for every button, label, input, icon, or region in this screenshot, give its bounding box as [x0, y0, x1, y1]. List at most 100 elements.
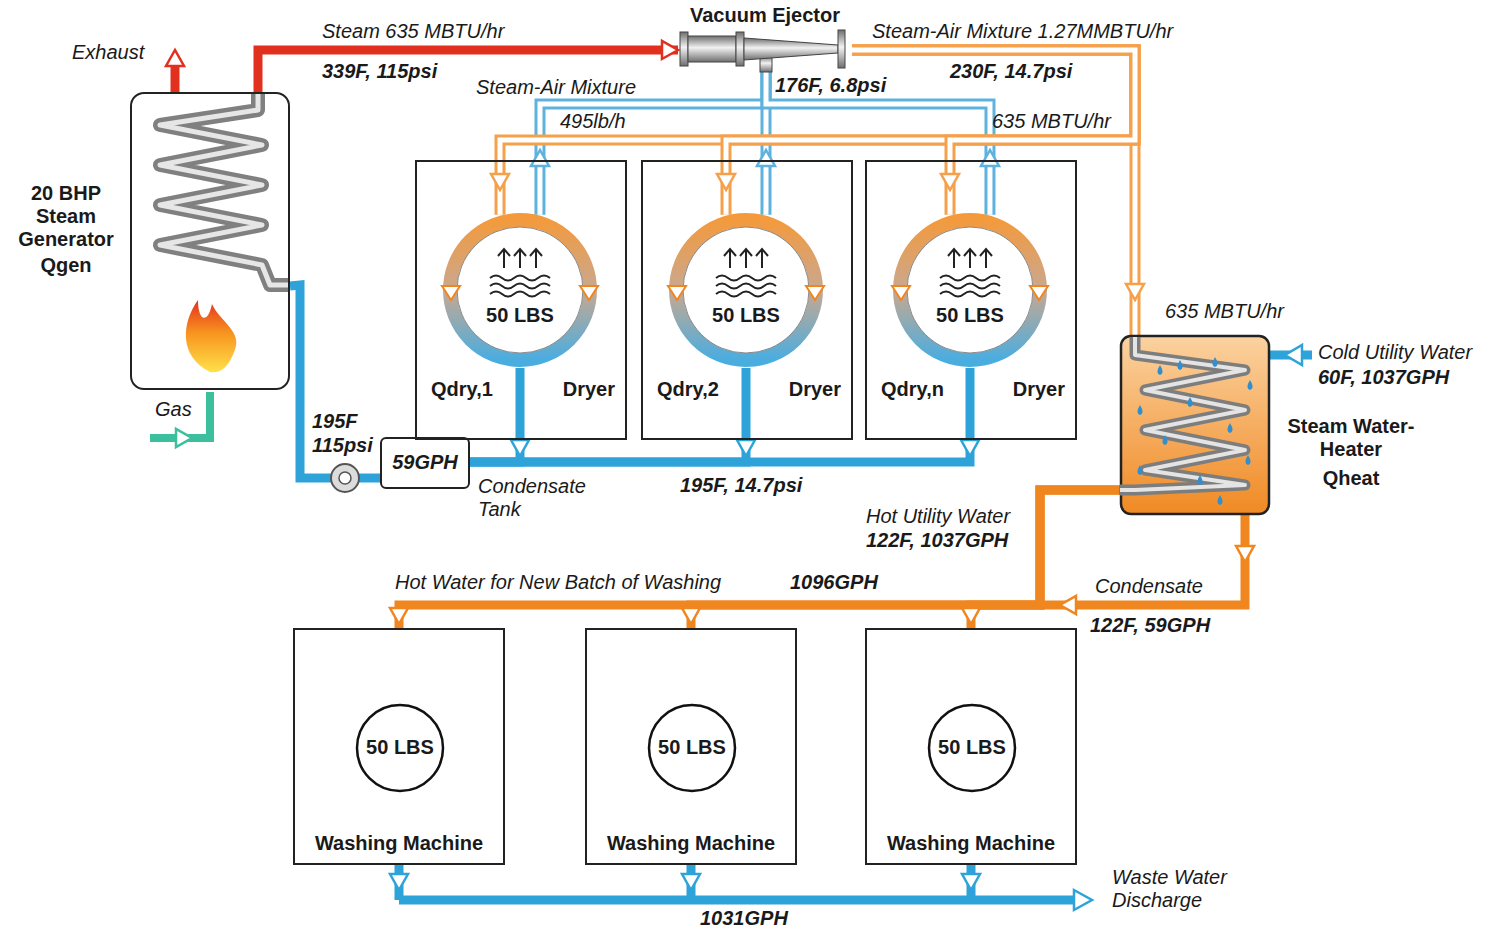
- drawing-path: [160, 92, 290, 285]
- drawing-rect: [838, 30, 845, 68]
- arrowhead: [981, 150, 999, 166]
- drawing-polygon: [1074, 890, 1092, 910]
- drawing-polygon: [390, 874, 408, 890]
- gas-supply: [150, 392, 210, 447]
- drawing-path: [498, 249, 542, 268]
- pipe: [470, 368, 746, 462]
- node-text: Condensate Tank: [478, 475, 608, 521]
- drawing-path: [1248, 380, 1253, 390]
- drawing-rect: [1121, 336, 1269, 514]
- burner-flame: [186, 300, 237, 372]
- pipe-connector: [470, 368, 979, 462]
- node-text: Washing Machine: [295, 832, 503, 855]
- steam-generator: 20 BHP Steam GeneratorQgen: [130, 92, 290, 390]
- flow-label: 122F, 1037GPH: [866, 529, 1008, 552]
- washer-drum: 50 LBS: [355, 703, 445, 793]
- exhaust-pipe: [166, 50, 184, 92]
- node-text: 50 LBS: [647, 736, 737, 759]
- node-text: 50 LBS: [892, 304, 1048, 327]
- dryer-drum: 50 LBS: [892, 212, 1048, 368]
- arrowhead: [531, 150, 549, 166]
- washer-drum: 50 LBS: [927, 703, 1017, 793]
- drawing-path: [1138, 405, 1143, 415]
- drawing-polygon: [442, 286, 460, 300]
- node-text: 50 LBS: [927, 736, 1017, 759]
- drawing-rect: [680, 32, 688, 66]
- drawing-path: [399, 865, 1078, 900]
- node-text: Qdry,n: [881, 378, 971, 401]
- pipe: [852, 50, 1135, 215]
- flow-label: 230F, 14.7psi: [950, 60, 1072, 83]
- pipe-label: Steam-Air Mixture 1.27MMBTU/hr: [872, 20, 1173, 43]
- node-text: Dryer: [985, 378, 1065, 401]
- flow-label: 1031GPH: [700, 907, 788, 930]
- waste-water-line: [390, 865, 1092, 910]
- pipe: [470, 368, 520, 462]
- heater-condensate-line: [1040, 515, 1254, 614]
- drawing-polygon: [668, 286, 686, 300]
- flow-label: Waste Water Discharge: [1112, 866, 1262, 912]
- arrowhead: [1126, 284, 1144, 300]
- node-text: Steam Water-Heater: [1276, 415, 1426, 461]
- flow-label: 115psi: [312, 434, 373, 457]
- flow-label: 495lb/h: [560, 110, 626, 133]
- steam-water-heater: Steam Water-HeaterQheat: [1120, 335, 1270, 515]
- dryer: Qdry,n Dryer 50 LBS: [865, 160, 1077, 440]
- flow-label: 195F: [312, 410, 358, 433]
- drawing-path: [940, 276, 1000, 297]
- pipe: [852, 50, 1135, 335]
- drawing-circle: [683, 227, 809, 353]
- washing-machine: Washing Machine 50 LBS: [585, 628, 797, 865]
- drawing-polygon: [176, 429, 192, 447]
- drawing-polygon: [1030, 286, 1048, 300]
- drawing-circle: [676, 220, 816, 360]
- flow-label: Steam-Air Mixture: [476, 76, 636, 99]
- node-text: Vacuum Ejector: [678, 4, 852, 27]
- dryer-drum-outline: [892, 212, 1048, 368]
- condensate-tank: 59GPHCondensate Tank: [380, 437, 470, 489]
- flow-label: Exhaust: [72, 41, 144, 64]
- node-text: Qheat: [1276, 467, 1426, 490]
- pipe-connector: [390, 490, 1120, 628]
- pipe: [399, 490, 1120, 628]
- drawing-circle: [457, 227, 583, 353]
- arrowhead: [390, 608, 408, 624]
- drawing-polygon: [892, 286, 910, 300]
- washing-machine: Washing Machine 50 LBS: [293, 628, 505, 865]
- drawing-path: [1040, 515, 1245, 605]
- pipe: [726, 50, 1135, 215]
- pipe-connector: [682, 490, 1120, 628]
- drawing-path: [160, 92, 290, 285]
- arrowhead: [717, 174, 735, 190]
- arrowhead: [962, 608, 980, 624]
- node-text: Dryer: [761, 378, 841, 401]
- arrowhead: [961, 440, 979, 456]
- pipe: [470, 368, 970, 462]
- drawing-path: [1218, 495, 1223, 505]
- pipe-connector: [852, 50, 1144, 335]
- drawing-polygon: [806, 286, 824, 300]
- node-text: Dryer: [535, 378, 615, 401]
- drawing-polygon: [1236, 546, 1254, 562]
- flow-label: 1096GPH: [790, 571, 878, 594]
- node-text: Qdry,2: [657, 378, 747, 401]
- drawing-path: [1163, 435, 1168, 445]
- drawing-polygon: [962, 874, 980, 890]
- flow-label: 122F, 59GPH: [1090, 614, 1210, 637]
- pipe-core: [500, 50, 1135, 215]
- cold-water-inlet: [1268, 345, 1312, 365]
- drawing-path: [724, 249, 768, 268]
- node-text: Washing Machine: [587, 832, 795, 855]
- drawing-path: [1178, 360, 1183, 370]
- node-text: 50 LBS: [668, 304, 824, 327]
- flow-label: Hot Utility Water: [866, 505, 1010, 528]
- node-text: 59GPH: [382, 451, 468, 474]
- drawing-rect: [736, 32, 744, 66]
- flow-label: Cold Utility Water: [1318, 341, 1472, 364]
- arrowhead: [662, 41, 678, 59]
- pipe: [290, 285, 380, 478]
- arrowhead: [757, 150, 775, 166]
- flow-label: 339F, 115psi: [322, 60, 437, 83]
- drawing-path: [1120, 337, 1245, 490]
